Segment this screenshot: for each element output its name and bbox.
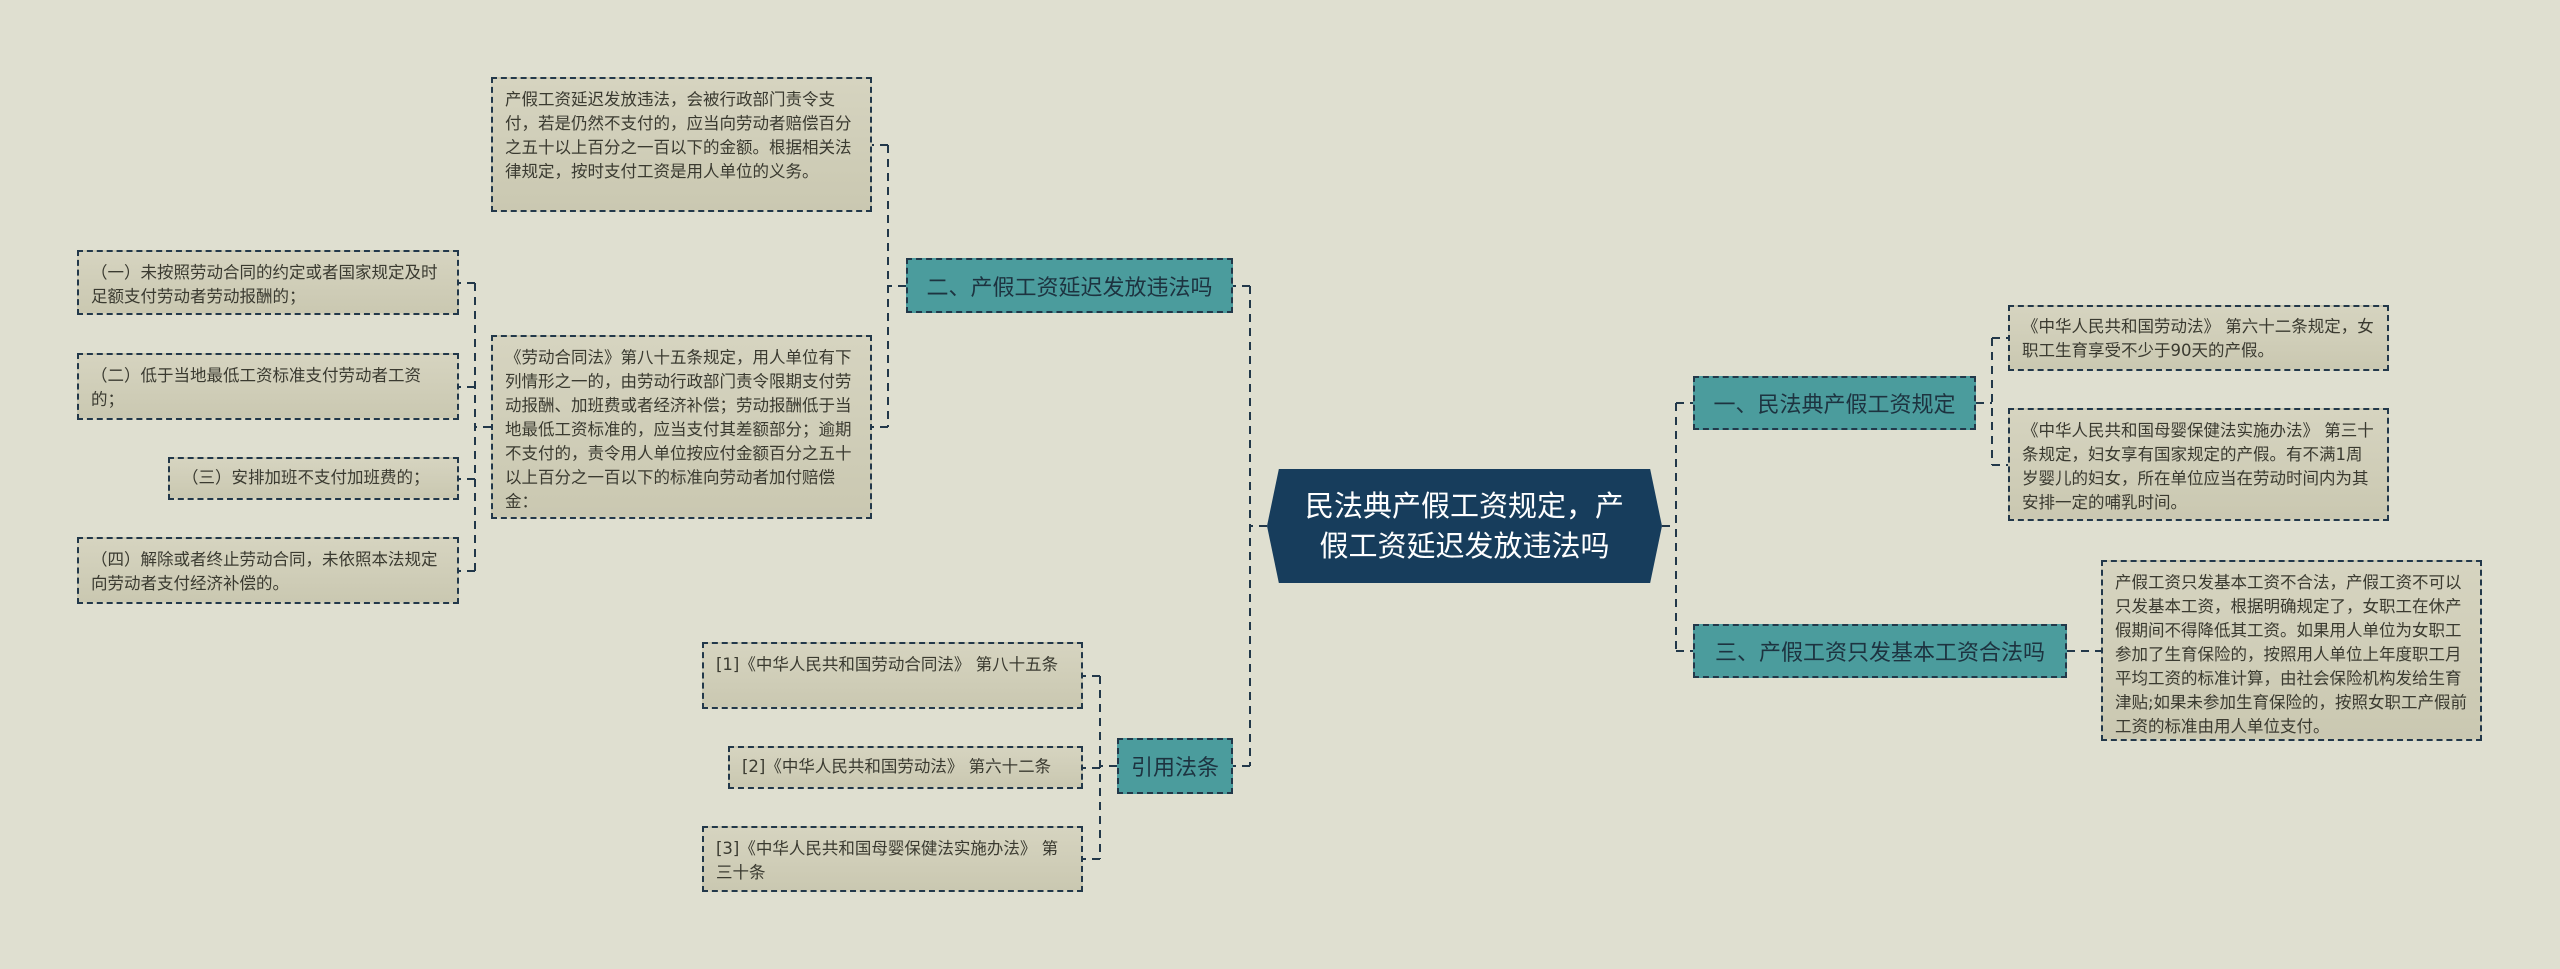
sub-leaf-4[interactable]: （四）解除或者终止劳动合同，未依照本法规定向劳动者支付经济补偿的。 (77, 537, 459, 604)
branch-cited-laws[interactable]: 引用法条 (1117, 738, 1233, 794)
branch-label: 三、产假工资只发基本工资合法吗 (1714, 641, 2045, 666)
branch-delayed-pay-illegal[interactable]: 二、产假工资延迟发放违法吗 (906, 258, 1233, 313)
branch-label: 引用法条 (1130, 756, 1219, 781)
leaf-labor-law-62[interactable]: 《中华人民共和国劳动法》 第六十二条规定，女职工生育享受不少于90天的产假。 (2008, 305, 2389, 371)
leaf-labor-contract-85[interactable]: 《劳动合同法》第八十五条规定，用人单位有下列情形之一的，由劳动行政部门责令限期支… (491, 335, 872, 519)
leaf-delayed-pay-explanation[interactable]: 产假工资延迟发放违法，会被行政部门责令支付，若是仍然不支付的，应当向劳动者赔偿百… (491, 77, 872, 212)
sub-leaf-1[interactable]: （一）未按照劳动合同的约定或者国家规定及时足额支付劳动者劳动报酬的； (77, 250, 459, 315)
branch-label: 一、民法典产假工资规定 (1713, 393, 1956, 418)
ref-2[interactable]: [2]《中华人民共和国劳动法》 第六十二条 (728, 746, 1083, 789)
leaf-maternal-health-30[interactable]: 《中华人民共和国母婴保健法实施办法》 第三十条规定，妇女享有国家规定的产假。有不… (2008, 408, 2389, 521)
central-topic-text: 民法典产假工资规定，产假工资延迟发放违法吗 (1304, 489, 1624, 563)
ref-1[interactable]: [1]《中华人民共和国劳动合同法》 第八十五条 (702, 642, 1083, 709)
branch-label: 二、产假工资延迟发放违法吗 (926, 275, 1213, 301)
branch-basic-wage-only[interactable]: 三、产假工资只发基本工资合法吗 (1693, 624, 2067, 678)
sub-leaf-3[interactable]: （三）安排加班不支付加班费的； (168, 457, 459, 500)
sub-leaf-2[interactable]: （二）低于当地最低工资标准支付劳动者工资的； (77, 353, 459, 420)
branch-maternity-pay-rules[interactable]: 一、民法典产假工资规定 (1693, 376, 1976, 430)
central-topic[interactable]: 民法典产假工资规定，产假工资延迟发放违法吗 (1267, 469, 1662, 583)
ref-3[interactable]: [3]《中华人民共和国母婴保健法实施办法》 第三十条 (702, 826, 1083, 892)
leaf-basic-wage-explanation[interactable]: 产假工资只发基本工资不合法，产假工资不可以只发基本工资，根据明确规定了，女职工在… (2101, 560, 2482, 741)
